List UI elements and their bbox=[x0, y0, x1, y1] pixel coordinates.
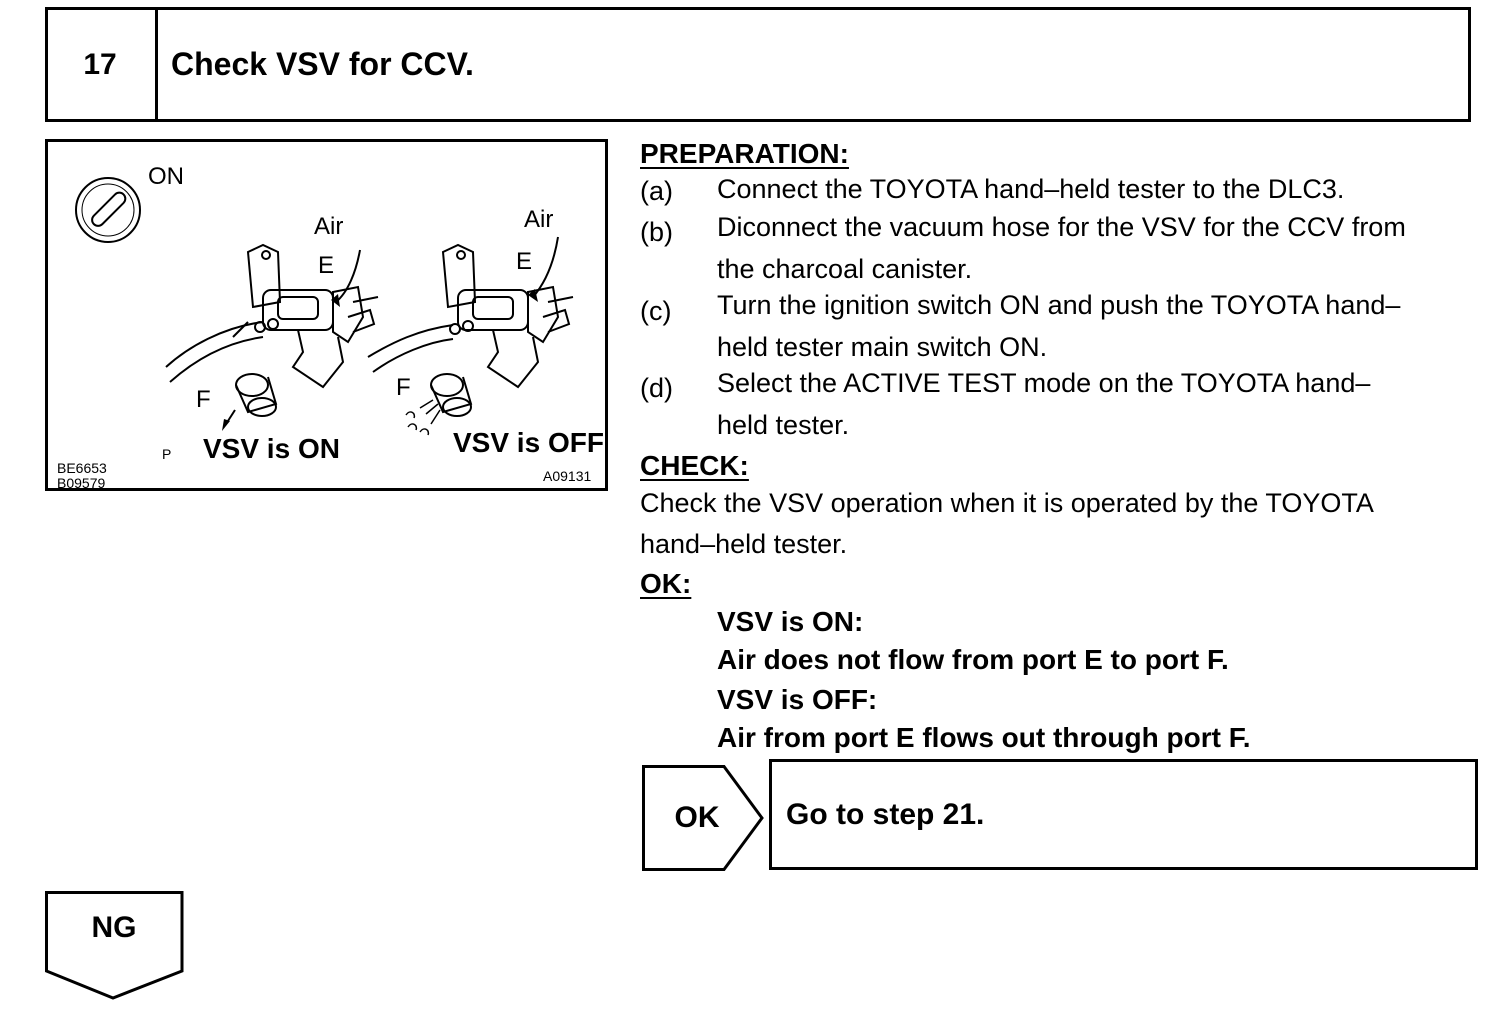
ok-tag-shape bbox=[642, 765, 764, 871]
right-port-e-label: E bbox=[516, 248, 533, 275]
prep-item-d-text-2: held tester. bbox=[717, 410, 850, 440]
vsv-illustration: ON Air E F P VSV is ON Air E F VSV is OF… bbox=[45, 139, 608, 491]
right-port-f-label: F bbox=[396, 374, 411, 401]
air-spray-icon bbox=[405, 399, 441, 436]
ok-spec-line-2: Air does not flow from port E to port F. bbox=[717, 644, 1229, 675]
air-arrow-icon bbox=[335, 249, 361, 303]
prep-item-b-text-1: Diconnect the vacuum hose for the VSV fo… bbox=[717, 212, 1406, 242]
vsv-valve-icon bbox=[367, 243, 574, 417]
step-header-frame bbox=[45, 7, 1471, 122]
left-port-f-label: F bbox=[196, 386, 211, 413]
prep-item-d-label: (d) bbox=[640, 373, 673, 403]
prep-item-a-text: Connect the TOYOTA hand–held tester to t… bbox=[717, 174, 1345, 204]
right-air-label: Air bbox=[524, 206, 554, 233]
ignition-switch-icon bbox=[75, 177, 141, 243]
ok-action-box: Go to step 21. bbox=[769, 759, 1478, 870]
ok-label: OK bbox=[674, 801, 720, 834]
right-caption: VSV is OFF bbox=[453, 427, 604, 458]
prep-item-b-label: (b) bbox=[640, 217, 673, 247]
ok-spec-heading: OK: bbox=[640, 568, 692, 599]
ok-spec-line-1: VSV is ON: bbox=[717, 606, 864, 637]
marker-p: P bbox=[162, 446, 172, 462]
air-arrow-icon bbox=[532, 236, 559, 298]
ok-spec-line-3: VSV is OFF: bbox=[717, 684, 878, 715]
check-text-1: Check the VSV operation when it is opera… bbox=[640, 488, 1374, 518]
ng-label: NG bbox=[91, 911, 137, 944]
ng-tag-shape bbox=[45, 891, 184, 1000]
preparation-heading: PREPARATION: bbox=[640, 138, 849, 169]
prep-item-d-text-1: Select the ACTIVE TEST mode on the TOYOT… bbox=[717, 368, 1371, 398]
step-header: 17 Check VSV for CCV. bbox=[45, 7, 1474, 122]
left-port-e-label: E bbox=[318, 252, 335, 279]
left-caption: VSV is ON bbox=[203, 433, 340, 464]
left-air-label: Air bbox=[314, 213, 344, 240]
prep-item-c-label: (c) bbox=[640, 296, 672, 326]
prep-item-c-text-1: Turn the ignition switch ON and push the… bbox=[717, 290, 1401, 320]
step-number: 17 bbox=[45, 7, 158, 122]
ref-code-2: B09579 bbox=[57, 475, 106, 491]
prep-item-c-text-2: held tester main switch ON. bbox=[717, 332, 1048, 362]
ok-action-text: Go to step 21. bbox=[786, 797, 985, 831]
prep-item-a-label: (a) bbox=[640, 176, 673, 206]
ref-code-1: BE6653 bbox=[57, 460, 107, 476]
ok-result-tag: OK bbox=[642, 765, 764, 871]
figure-id: A09131 bbox=[543, 468, 592, 484]
vsv-valve-icon bbox=[165, 243, 379, 417]
ok-spec-line-4: Air from port E flows out through port F… bbox=[717, 722, 1251, 753]
check-text-2: hand–held tester. bbox=[640, 529, 848, 559]
ng-result-tag: NG bbox=[45, 891, 185, 1001]
prep-item-b-text-2: the charcoal canister. bbox=[717, 254, 973, 284]
switch-on-label: ON bbox=[148, 163, 184, 190]
check-heading: CHECK: bbox=[640, 450, 749, 481]
step-title: Check VSV for CCV. bbox=[171, 46, 474, 82]
vsv-drawing bbox=[75, 177, 574, 436]
